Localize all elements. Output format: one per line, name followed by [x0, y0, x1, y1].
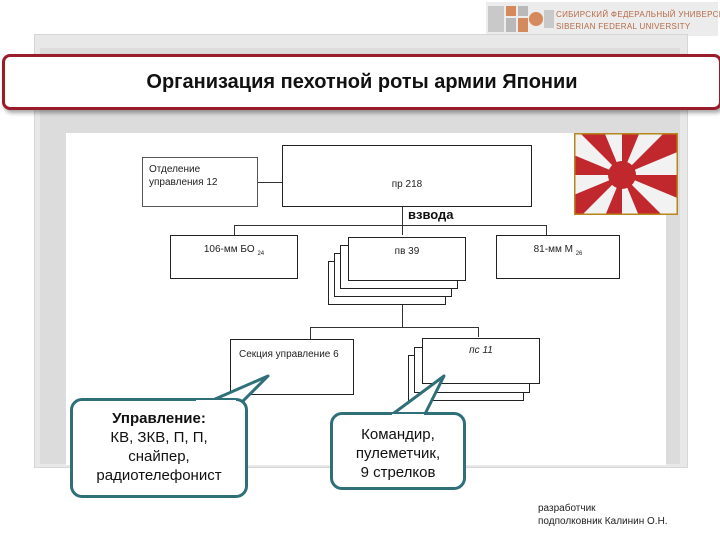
author-role: разработчик — [538, 503, 596, 514]
control-callout: Управление: КВ, ЗКВ, П, П, снайпер, ради… — [70, 398, 248, 498]
university-emblem-icon — [488, 6, 554, 32]
connector — [234, 225, 235, 235]
hq-section-label: Отделение управления 12 — [149, 164, 218, 188]
platoon-box: пв 39 — [348, 237, 466, 281]
page-title: Организация пехотной роты армии Японии — [146, 70, 578, 93]
flag-ray — [580, 133, 622, 175]
control-callout-line3: радиотелефонист — [96, 467, 222, 484]
mortar-106-count: 24 — [257, 251, 265, 257]
title-banner: Организация пехотной роты армии Японии — [2, 54, 720, 110]
connector — [310, 327, 478, 328]
connector — [402, 207, 403, 225]
connector — [258, 182, 282, 183]
company-label: пр 218 — [391, 179, 423, 190]
flag-ray — [574, 175, 622, 215]
mortar-81-count: 26 — [575, 251, 583, 257]
author-name: подполковник Калинин О.Н. — [538, 516, 668, 527]
control-section-label: Секция управление 6 — [239, 349, 339, 360]
connector — [234, 225, 546, 226]
rising-sun-flag-icon — [574, 133, 678, 215]
logo-text-en: SIBERIAN FEDERAL UNIVERSITY — [556, 22, 691, 31]
connector — [478, 327, 479, 337]
squad-callout: Командир, пулеметчик, 9 стрелков — [330, 412, 466, 490]
connector — [546, 225, 547, 235]
squad-callout-line1: Командир, — [361, 426, 435, 443]
mortar-106-box: 106-мм БО 24 — [170, 235, 298, 279]
flag-ray — [622, 175, 662, 215]
control-callout-title: Управление: — [112, 410, 206, 427]
connector — [402, 225, 403, 235]
university-logo: СИБИРСКИЙ ФЕДЕРАЛЬНЫЙ УНИВЕРСИТЕТ SIBERI… — [486, 2, 720, 36]
platoon-label: пв 39 — [394, 246, 420, 257]
company-box: пр 218 — [282, 145, 532, 207]
mortar-106-label: 106-мм БО — [203, 244, 255, 255]
control-callout-line1: КВ, ЗКВ, П, П, — [110, 429, 208, 446]
control-callout-line2: снайпер, — [128, 448, 190, 465]
callout-pointer-cover — [196, 400, 236, 406]
squad-callout-line2: пулеметчик, — [355, 445, 441, 462]
squad-callout-line3: 9 стрелков — [360, 464, 436, 481]
connector — [402, 305, 403, 327]
author-credit: разработчик подполковник Калинин О.Н. — [538, 502, 668, 528]
logo-text-ru: СИБИРСКИЙ ФЕДЕРАЛЬНЫЙ УНИВЕРСИТЕТ — [556, 10, 720, 19]
hq-section-box: Отделение управления 12 — [142, 157, 258, 207]
mortar-81-label: 81-мм М — [533, 244, 573, 255]
org-chart: Отделение управления 12 пр 218 взвода 10… — [66, 133, 666, 465]
callout-pointer-cover — [392, 414, 424, 420]
mortar-81-box: 81-мм М 26 — [496, 235, 620, 279]
connector — [310, 327, 311, 339]
platoons-label: взвода — [408, 207, 454, 222]
squad-label: пс 11 — [469, 345, 493, 356]
flag-ray — [622, 133, 678, 175]
